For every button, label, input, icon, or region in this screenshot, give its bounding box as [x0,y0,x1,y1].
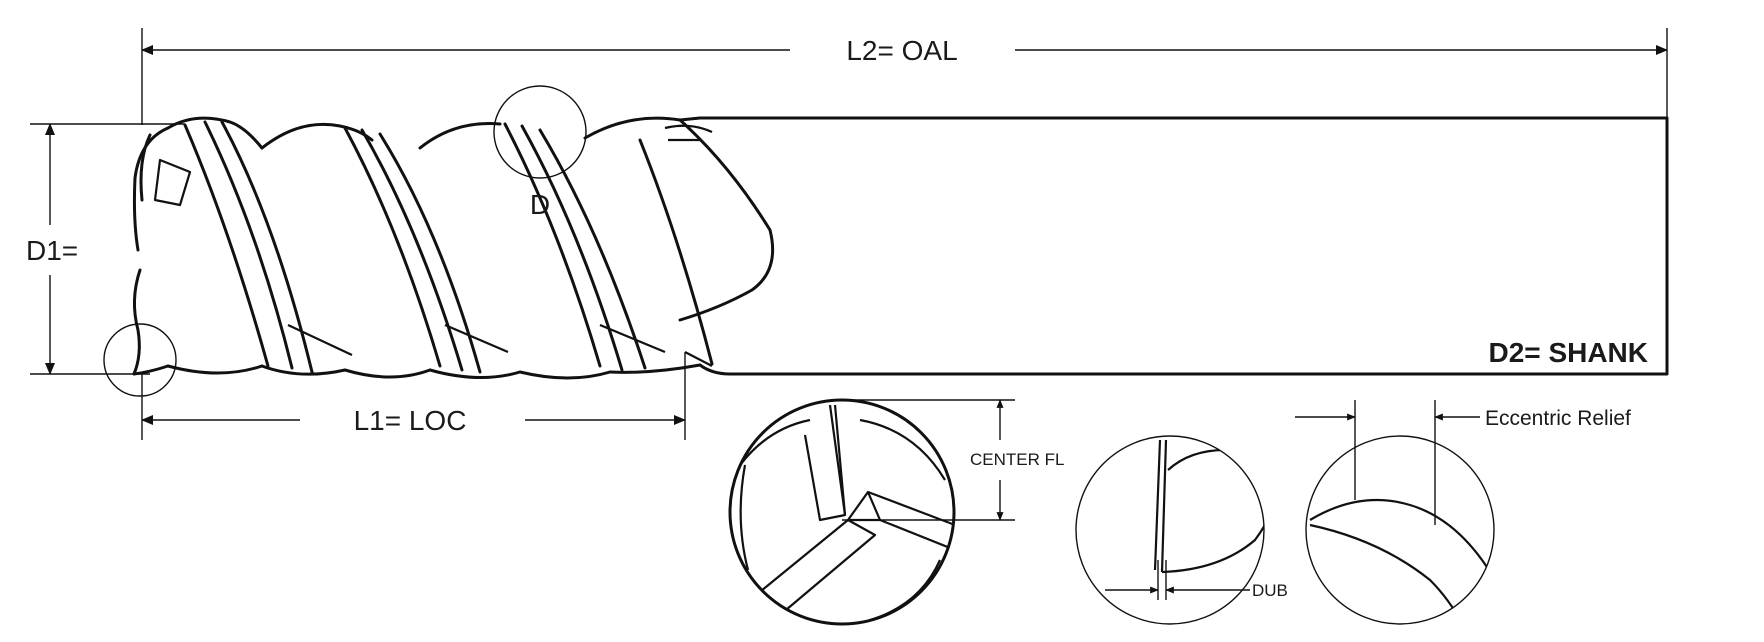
dub-label: DUB [1252,581,1288,600]
detail-d-label: D [530,189,550,220]
oal-dimension: L2= OAL [141,28,1668,125]
d1-label: D1= [26,235,78,266]
loc-dimension: L1= LOC [141,352,686,440]
d1-dimension: D1= [26,123,185,375]
eccentric-relief-detail-view: Eccentric Relief [1295,400,1631,625]
oal-label: L2= OAL [846,35,957,66]
center-flute-end-view: CENTER FL [728,398,1064,626]
loc-label: L1= LOC [354,405,467,436]
shank-label: D2= SHANK [1489,337,1648,368]
detail-d-callout: D [493,85,587,220]
corner-detail-callout [103,323,177,397]
fluted-body [132,116,775,380]
shank: D2= SHANK [698,116,1669,376]
center-fl-label: CENTER FL [970,450,1064,469]
dub-detail-view: DUB [1075,435,1288,625]
eccentric-relief-label: Eccentric Relief [1485,407,1631,430]
